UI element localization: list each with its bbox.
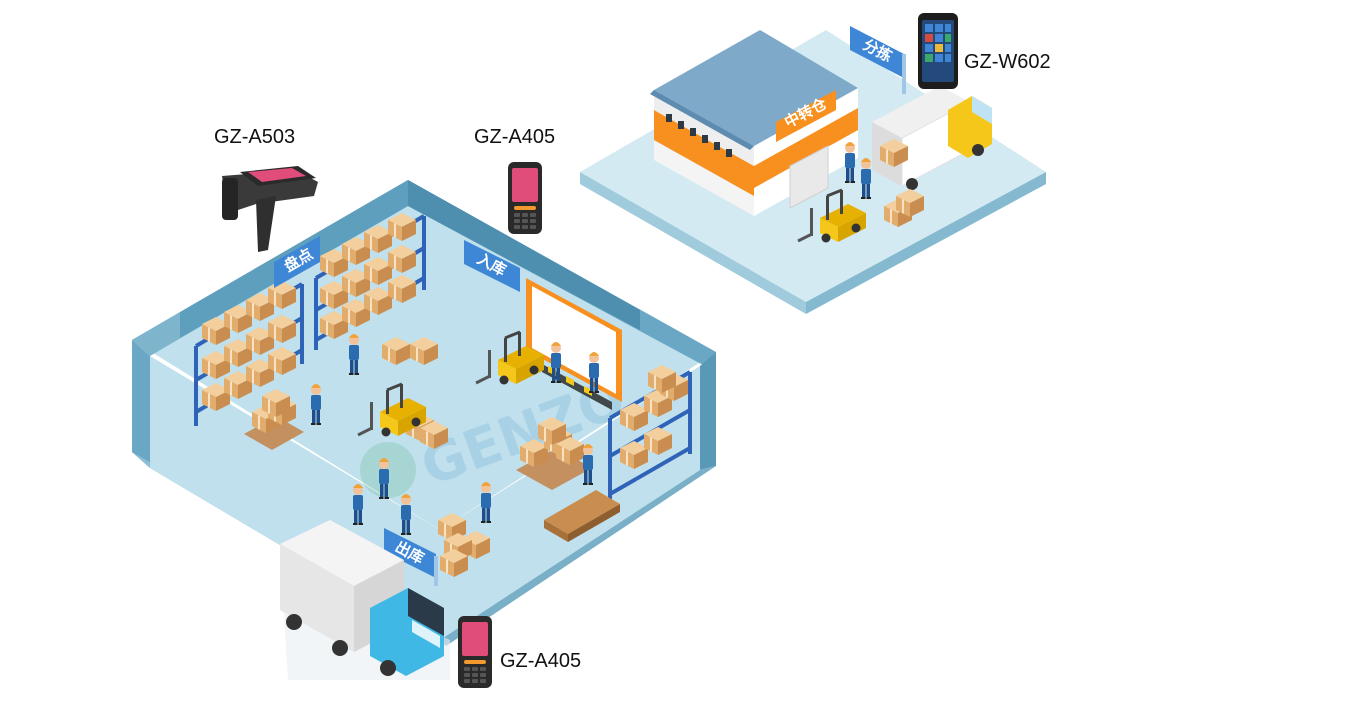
label-gz-w602: GZ-W602	[964, 51, 1051, 73]
main-warehouse-area: GENZO	[132, 180, 716, 680]
delivery-truck-left	[280, 520, 450, 680]
device-gz-a405-bottom	[458, 616, 492, 688]
device-gz-w602	[918, 13, 958, 89]
shelf-middle	[314, 212, 426, 350]
label-gz-a405-bottom: GZ-A405	[500, 650, 582, 672]
shelf-left	[194, 280, 304, 426]
label-gz-a405-top: GZ-A405	[474, 126, 556, 148]
shelf-right	[608, 364, 692, 500]
device-gz-a405-top	[508, 162, 542, 234]
device-gz-a503	[222, 166, 318, 252]
delivery-truck-right	[872, 86, 992, 190]
floor-goods	[244, 336, 620, 578]
transfer-warehouse-building: 中转仓	[650, 30, 858, 216]
label-gz-a503: GZ-A503	[214, 126, 296, 148]
transfer-warehouse-area: 中转仓 分拣	[580, 26, 1046, 314]
